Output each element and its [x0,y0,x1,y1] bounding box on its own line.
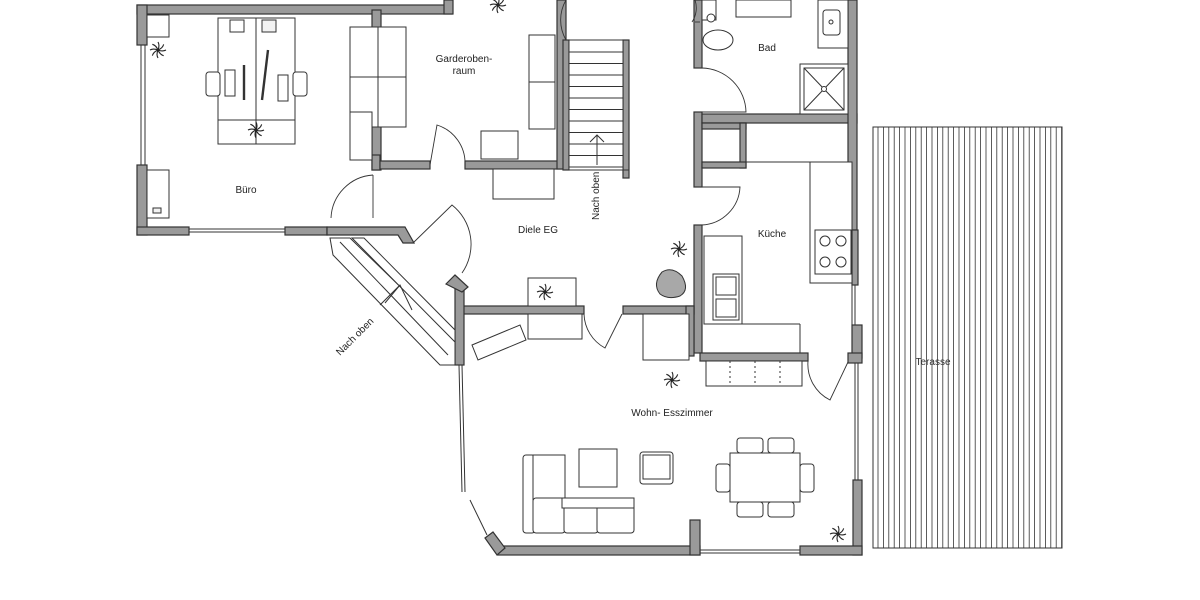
wall-office-bottom-left [136,226,190,236]
plant-icon [536,283,554,301]
kitchen-furniture [703,161,853,387]
label-inner-stair: Nach oben [591,172,602,220]
plant-icon [670,240,688,258]
terrace [872,126,1063,549]
plant-icon [489,0,507,14]
living-furniture [522,437,815,534]
wall-living-right [852,479,863,556]
door-stair-top [560,0,567,41]
label-bad: Bad [758,43,776,54]
wall-bath-left-lower [693,111,703,188]
label-exterior-stair: Nach oben [334,316,376,358]
exterior-staircase [329,237,456,366]
door-living [583,313,623,349]
door-stair-top-right [691,0,697,23]
diele-furniture [471,269,690,361]
office-furniture [146,14,308,219]
wall-living-bottom-left-stub [689,519,701,556]
wall-stair-left [562,39,570,171]
wall-living-bottom-left [497,545,701,556]
label-kueche: Küche [758,229,787,240]
window-lines [140,45,859,554]
wall-kitchen-left-mid [701,161,747,169]
toilet-icon [702,29,734,51]
dining-table-icon [729,452,801,503]
wall-office-top-stub [443,0,454,15]
wall-entrance-angle [326,226,416,244]
plant-icon [829,525,847,543]
wall-entrance-top-diagonal [444,274,469,293]
door-entrance [412,204,472,274]
label-buero: Büro [235,185,257,196]
wall-entrance-vertical [454,284,465,366]
wall-diele-divider-right [622,305,695,315]
wall-diele-divider-left [461,305,585,315]
wall-office-top [136,4,453,15]
boulder [656,269,686,299]
door-swings [330,0,849,401]
wall-stair-right [622,39,630,179]
plant-icon [247,121,265,139]
wall-living-right-upper [847,352,863,364]
wall-kitchen-divider [699,352,809,362]
label-terasse: Terasse [915,357,950,368]
wall-garderobe-bottom-left [379,160,431,170]
wall-kitchen-right-upper [851,229,859,286]
door-bath [701,67,747,113]
door-office [330,174,374,219]
label-garderobe-2: raum [453,66,476,77]
wall-office-right-bottom [371,154,381,171]
wall-office-left-lower [136,164,148,236]
plant-icon [149,41,167,59]
wall-office-left-upper [136,4,148,46]
plant-icon [663,371,681,389]
wall-living-diagonal [484,531,506,556]
wall-garderobe-bottom-right [464,160,566,170]
wall-bath-bottom [701,113,858,124]
wall-kitchen-left-lower [693,224,703,354]
door-terrace [807,360,849,401]
wall-office-bottom-right [284,226,328,236]
door-garderobe [429,124,466,166]
wall-kitchen-cabinet-vert [739,122,747,169]
inner-staircase [566,39,629,171]
wall-living-bottom-right [799,545,863,556]
plants [149,0,847,543]
label-wohnen: Wohn- Esszimmer [631,408,713,419]
garderobe-furniture [349,26,556,200]
stove-icon [814,229,852,275]
label-garderobe-1: Garderoben- [436,54,493,65]
door-kitchen [701,186,741,226]
wall-bath-left-upper [693,0,703,69]
label-diele: Diele EG [518,225,558,236]
bath-furniture [701,0,849,115]
